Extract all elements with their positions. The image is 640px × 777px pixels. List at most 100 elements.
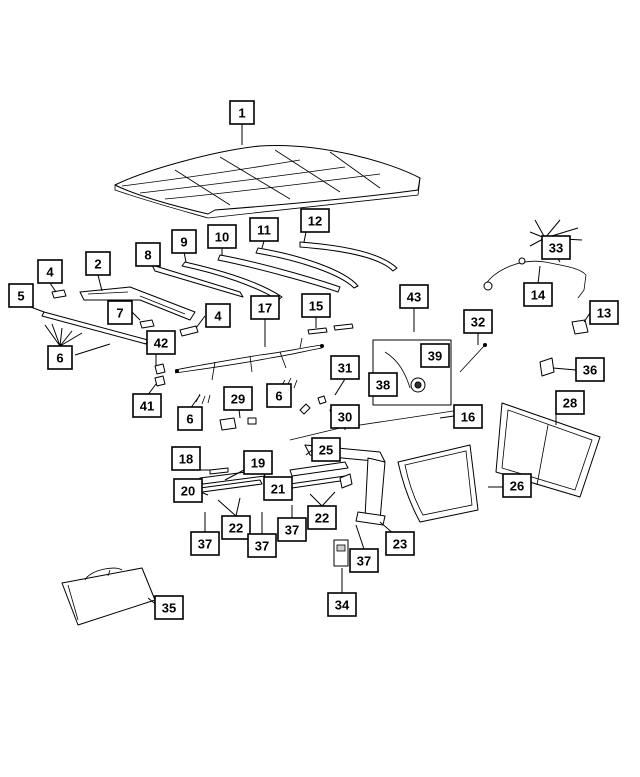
quarter-window	[397, 444, 479, 523]
svg-text:25: 25	[319, 443, 333, 458]
svg-text:14: 14	[531, 288, 546, 303]
svg-text:9: 9	[180, 235, 187, 250]
callout-34: 34	[327, 592, 357, 617]
callout-8: 8	[135, 242, 161, 267]
callout-39: 39	[420, 343, 450, 368]
svg-text:31: 31	[338, 361, 352, 376]
callout-18: 18	[171, 446, 201, 471]
svg-text:28: 28	[563, 396, 577, 411]
callout-42: 42	[146, 330, 176, 355]
callout-41: 41	[132, 393, 162, 418]
callout-22b: 22	[307, 505, 337, 530]
svg-text:34: 34	[335, 598, 350, 613]
callout-37c: 37	[277, 517, 307, 542]
callout-6: 6	[47, 345, 73, 370]
callout-22: 22	[221, 515, 251, 540]
svg-text:35: 35	[162, 601, 176, 616]
svg-text:7: 7	[116, 306, 123, 321]
svg-text:20: 20	[181, 484, 195, 499]
callout-28: 28	[555, 390, 585, 415]
callout-7: 7	[107, 300, 133, 325]
callout-35: 35	[154, 595, 184, 620]
svg-text:37: 37	[285, 523, 299, 538]
svg-text:2: 2	[94, 257, 101, 272]
svg-text:13: 13	[597, 306, 611, 321]
callout-11: 11	[249, 217, 279, 242]
svg-text:38: 38	[376, 378, 390, 393]
svg-text:42: 42	[154, 336, 168, 351]
callout-38: 38	[368, 372, 398, 397]
svg-text:11: 11	[257, 223, 271, 238]
callout-5: 5	[8, 283, 34, 308]
storage-bag	[61, 567, 156, 626]
callout-23: 23	[385, 531, 415, 556]
svg-text:22: 22	[315, 511, 329, 526]
svg-text:19: 19	[251, 456, 265, 471]
svg-text:16: 16	[461, 410, 475, 425]
svg-text:43: 43	[407, 290, 421, 305]
svg-text:37: 37	[255, 539, 269, 554]
svg-text:4: 4	[46, 265, 54, 280]
svg-text:26: 26	[510, 479, 524, 494]
svg-text:1: 1	[238, 106, 245, 121]
door-frame-rails	[199, 461, 353, 493]
callout-31: 31	[330, 355, 360, 380]
callout-17: 17	[250, 295, 280, 320]
callout-4b: 4	[205, 303, 231, 328]
front-header-assembly	[41, 286, 199, 345]
callout-10: 10	[207, 224, 237, 249]
roof-panel	[114, 144, 421, 219]
svg-text:23: 23	[393, 537, 407, 552]
svg-text:18: 18	[179, 452, 193, 467]
callout-1: 1	[229, 100, 255, 125]
svg-text:37: 37	[198, 537, 212, 552]
rod-32	[459, 343, 487, 373]
callout-14: 14	[523, 282, 553, 307]
svg-text:12: 12	[308, 214, 322, 229]
callout-37b: 37	[247, 533, 277, 558]
callout-36: 36	[575, 357, 605, 382]
callout-19: 19	[243, 450, 273, 475]
svg-text:22: 22	[229, 521, 243, 536]
callout-6c: 6	[266, 383, 292, 408]
svg-text:4: 4	[214, 309, 222, 324]
callout-6b: 6	[177, 406, 203, 431]
svg-text:32: 32	[471, 315, 485, 330]
svg-text:41: 41	[140, 399, 154, 414]
callout-9: 9	[171, 229, 197, 254]
svg-text:10: 10	[215, 230, 229, 245]
callout-37d: 37	[349, 548, 379, 573]
callout-33: 33	[541, 235, 571, 260]
callout-21: 21	[263, 476, 293, 501]
svg-text:8: 8	[144, 248, 151, 263]
svg-text:37: 37	[357, 554, 371, 569]
svg-text:33: 33	[549, 241, 563, 256]
svg-text:6: 6	[56, 351, 63, 366]
callout-20: 20	[173, 478, 203, 503]
callout-30: 30	[330, 404, 360, 429]
switch-module	[333, 539, 349, 567]
callout-16: 16	[453, 404, 483, 429]
callout-12: 12	[300, 208, 330, 233]
callout-29: 29	[223, 386, 253, 411]
callout-37a: 37	[190, 531, 220, 556]
callout-2: 2	[85, 251, 111, 276]
callout-13: 13	[589, 300, 619, 325]
callout-4: 4	[37, 259, 63, 284]
svg-text:30: 30	[338, 410, 352, 425]
svg-text:6: 6	[275, 389, 282, 404]
svg-text:21: 21	[271, 482, 285, 497]
svg-text:17: 17	[258, 301, 272, 316]
svg-text:39: 39	[428, 349, 442, 364]
callout-26: 26	[502, 473, 532, 498]
light-and-cable	[483, 257, 589, 377]
callout-43: 43	[399, 284, 429, 309]
callout-15: 15	[301, 293, 331, 318]
svg-text:36: 36	[583, 363, 597, 378]
callout-32: 32	[463, 309, 493, 334]
svg-text:29: 29	[231, 392, 245, 407]
wire-harness	[174, 337, 324, 381]
svg-text:15: 15	[309, 299, 323, 314]
svg-text:5: 5	[17, 289, 24, 304]
